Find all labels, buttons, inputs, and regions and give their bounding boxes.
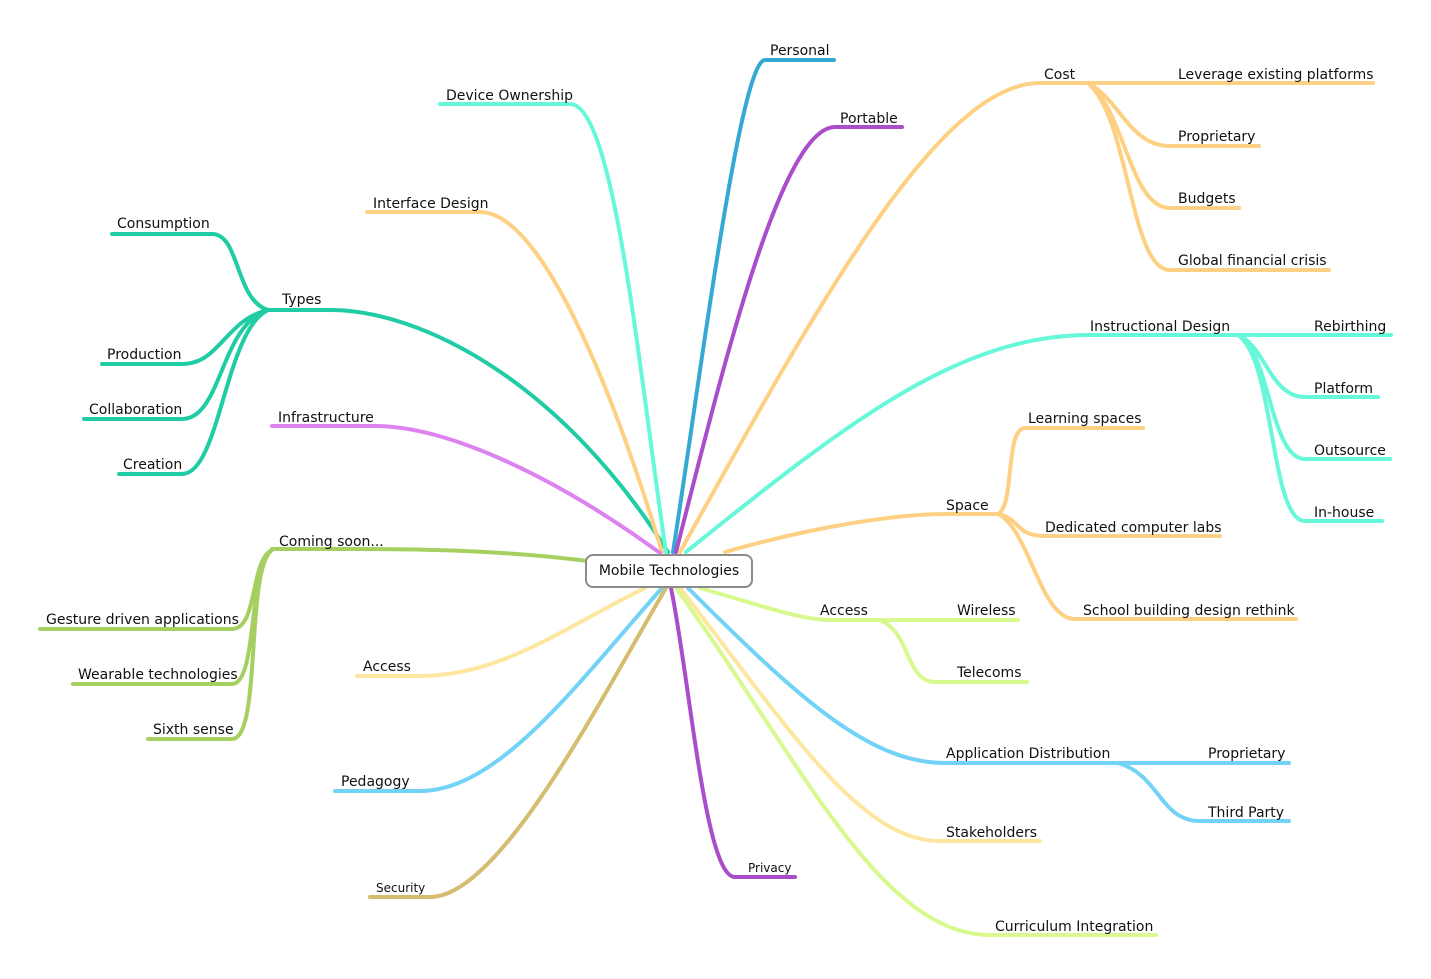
node-app-distribution[interactable]: Application Distribution <box>946 746 1110 762</box>
node-computer-labs[interactable]: Dedicated computer labs <box>1045 520 1222 536</box>
node-sixth-sense[interactable]: Sixth sense <box>153 722 234 738</box>
node-infrastructure[interactable]: Infrastructure <box>278 410 374 426</box>
edge-types-consumption <box>110 232 270 312</box>
node-proprietary-cost[interactable]: Proprietary <box>1178 129 1255 145</box>
node-wearable[interactable]: Wearable technologies <box>78 667 238 683</box>
edge-center-curriculum <box>674 586 1158 937</box>
edge-center-infrastructure <box>270 424 662 555</box>
node-stakeholders[interactable]: Stakeholders <box>946 825 1037 841</box>
edge-center-access-left <box>355 586 647 678</box>
branch-cost <box>678 81 1375 554</box>
edge-center-cost <box>678 81 1092 554</box>
node-consumption[interactable]: Consumption <box>117 216 210 232</box>
node-instructional-design[interactable]: Instructional Design <box>1090 319 1230 335</box>
edge-types-collaboration <box>82 308 270 421</box>
branch-space <box>723 426 1298 621</box>
edge-center-device-ownership <box>438 102 668 554</box>
node-proprietary-app[interactable]: Proprietary <box>1208 746 1285 762</box>
node-school-building[interactable]: School building design rethink <box>1083 603 1296 619</box>
branch-types <box>82 232 670 554</box>
branch-access-right <box>698 586 1029 684</box>
edge-center-space <box>723 512 1002 554</box>
node-wireless[interactable]: Wireless <box>957 603 1016 619</box>
central-topic-label: Mobile Technologies <box>598 563 740 579</box>
edge-space-learning <box>996 426 1145 516</box>
node-inhouse[interactable]: In-house <box>1314 505 1374 521</box>
node-types[interactable]: Types <box>281 292 321 308</box>
node-collaboration[interactable]: Collaboration <box>89 402 182 418</box>
edge-appdist-third-party <box>1116 761 1291 823</box>
node-coming-soon[interactable]: Coming soon... <box>279 534 384 550</box>
edge-center-instructional-design <box>684 333 1242 554</box>
edge-types-creation <box>117 308 270 476</box>
node-curriculum[interactable]: Curriculum Integration <box>995 919 1153 935</box>
node-pedagogy[interactable]: Pedagogy <box>341 774 410 790</box>
edge-access-telecoms <box>876 618 1029 684</box>
edge-center-pedagogy <box>333 586 664 793</box>
node-personal[interactable]: Personal <box>770 43 830 59</box>
node-budgets[interactable]: Budgets <box>1178 191 1236 207</box>
node-device-ownership[interactable]: Device Ownership <box>446 88 573 104</box>
node-learning-spaces[interactable]: Learning spaces <box>1028 411 1142 427</box>
node-platform[interactable]: Platform <box>1314 381 1373 397</box>
edge-cost-proprietary <box>1086 81 1261 148</box>
node-production[interactable]: Production <box>107 347 181 363</box>
edge-cost-gfc <box>1086 81 1331 272</box>
edge-coming-soon-sixth-sense <box>146 548 274 741</box>
node-telecoms[interactable]: Telecoms <box>956 665 1021 681</box>
node-outsource[interactable]: Outsource <box>1314 443 1386 459</box>
edge-center-interface-design <box>365 210 664 554</box>
edge-center-coming-soon <box>270 547 590 563</box>
branch-coming-soon <box>38 547 590 741</box>
edge-id-inhouse <box>1236 333 1384 523</box>
node-portable[interactable]: Portable <box>840 111 898 127</box>
edge-center-portable <box>674 125 904 554</box>
node-gesture[interactable]: Gesture driven applications <box>46 612 239 628</box>
node-privacy[interactable]: Privacy <box>748 861 791 875</box>
node-space[interactable]: Space <box>946 498 989 514</box>
node-creation[interactable]: Creation <box>123 457 182 473</box>
central-topic[interactable]: Mobile Technologies <box>585 554 753 588</box>
node-access-right[interactable]: Access <box>820 603 868 619</box>
edge-space-school <box>996 512 1298 621</box>
branch-app-distribution <box>686 586 1291 823</box>
node-leverage[interactable]: Leverage existing platforms <box>1178 67 1374 83</box>
branch-instructional-design <box>684 333 1393 554</box>
node-cost[interactable]: Cost <box>1044 67 1076 83</box>
edge-center-stakeholders <box>678 586 1042 843</box>
edge-center-types <box>263 308 670 554</box>
edge-center-security <box>368 586 668 899</box>
node-access-left[interactable]: Access <box>363 659 411 675</box>
node-third-party[interactable]: Third Party <box>1207 805 1284 821</box>
edge-center-personal <box>671 58 836 554</box>
node-interface-design[interactable]: Interface Design <box>373 196 488 212</box>
edge-center-app-distribution <box>686 586 1122 765</box>
node-rebirthing[interactable]: Rebirthing <box>1314 319 1386 335</box>
node-security[interactable]: Security <box>376 881 425 895</box>
edge-center-privacy <box>669 586 797 879</box>
node-gfc[interactable]: Global financial crisis <box>1178 253 1327 269</box>
edge-center-access-right <box>698 586 882 622</box>
